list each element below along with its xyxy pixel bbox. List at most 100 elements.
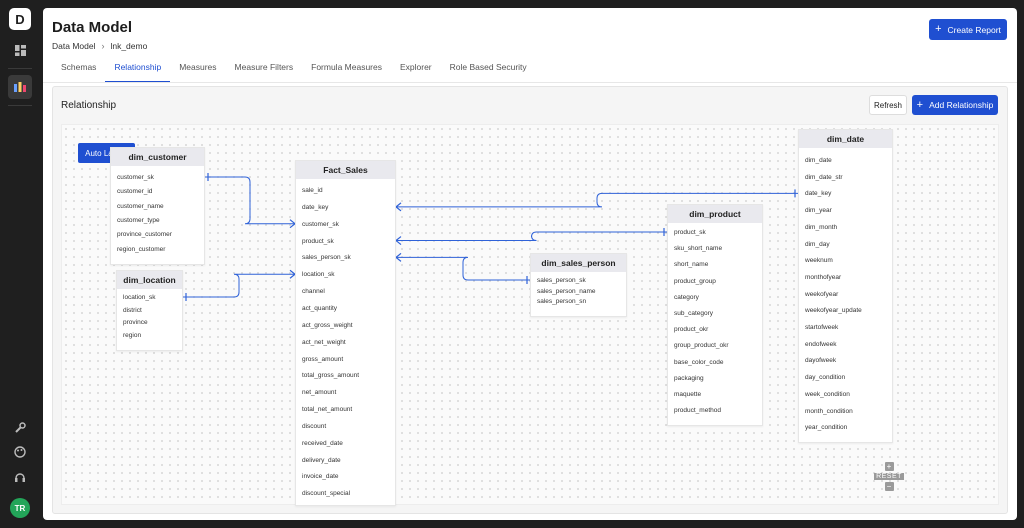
table-field[interactable]: sales_person_sk (537, 277, 586, 284)
table-field[interactable]: dim_date (805, 157, 832, 164)
avatar[interactable]: TR (10, 498, 30, 518)
table-field[interactable]: province (123, 319, 148, 327)
table-field[interactable]: base_color_code (674, 358, 724, 366)
table-field[interactable]: sales_person_name (537, 287, 596, 295)
table-field[interactable]: region (123, 332, 142, 340)
table-field[interactable]: total_net_amount (302, 406, 353, 414)
table-field[interactable]: discount_special (302, 490, 351, 498)
tab-relationship[interactable]: Relationship (105, 54, 171, 82)
table-field[interactable]: month_condition (805, 407, 853, 415)
zoom-in-button[interactable]: + (884, 462, 894, 471)
table-field[interactable]: channel (302, 288, 325, 296)
table-field[interactable]: sales_person_sn (537, 298, 587, 305)
table-field[interactable]: dim_day (805, 240, 830, 248)
tab-formula-measures[interactable]: Formula Measures (311, 62, 382, 72)
edge-sales-person[interactable] (396, 256, 530, 281)
table-field[interactable]: region_customer (117, 245, 166, 253)
table-field[interactable]: short_name (674, 261, 709, 269)
table-field[interactable]: dim_month (805, 223, 838, 231)
edge-customer[interactable] (205, 176, 295, 225)
create-report-button[interactable]: + Create Report (929, 19, 1007, 40)
table-field[interactable]: category (674, 293, 699, 301)
palette-icon[interactable] (8, 440, 32, 464)
app-logo[interactable]: D (9, 8, 31, 30)
table-field[interactable]: packaging (674, 374, 704, 382)
table-field[interactable]: delivery_date (302, 456, 341, 464)
tab-measures[interactable]: Measures (179, 62, 217, 72)
table-field[interactable]: discount (302, 422, 327, 430)
wrench-icon[interactable] (8, 415, 32, 439)
table-field[interactable]: group_product_okr (674, 342, 729, 350)
add-relationship-button[interactable]: + Add Relationship (912, 95, 998, 115)
table-field[interactable]: dim_date_str (805, 173, 843, 181)
table-field[interactable]: product_method (674, 407, 721, 415)
table-field[interactable]: gross_amount (302, 355, 344, 363)
table-field[interactable]: dim_year (805, 207, 832, 215)
zoom-out-button[interactable]: − (884, 482, 894, 491)
tab-schemas[interactable]: Schemas (61, 62, 97, 72)
table-field[interactable]: sales_person_sk (302, 254, 351, 262)
table-field[interactable]: province_customer (117, 231, 172, 239)
table-field[interactable]: total_gross_amount (302, 372, 360, 380)
table-field[interactable]: invoice_date (302, 473, 339, 481)
table-field[interactable]: product_okr (674, 326, 709, 334)
zoom-reset-button[interactable]: RESET (874, 473, 904, 480)
tab-role-based-security[interactable]: Role Based Security (449, 62, 527, 72)
table-header[interactable]: dim_product (668, 205, 762, 223)
table-field[interactable]: startofweek (805, 324, 839, 331)
sidebar-divider (8, 68, 32, 69)
table-header[interactable]: dim_sales_person (531, 254, 626, 272)
table-field[interactable]: day_condition (805, 374, 846, 382)
table-field[interactable]: location_sk (123, 294, 156, 301)
table-field[interactable]: maquette (674, 391, 702, 398)
table-field[interactable]: received_date (302, 439, 343, 447)
breadcrumb-item[interactable]: Data Model (52, 41, 96, 51)
table-field[interactable]: weekofyear_update (805, 307, 862, 315)
table-field[interactable]: act_gross_weight (302, 321, 353, 329)
table-field[interactable]: product_group (674, 277, 716, 285)
table-field[interactable]: customer_id (117, 188, 153, 196)
table-field[interactable]: product_sk (302, 237, 334, 245)
table-field[interactable]: monthofyear (805, 273, 842, 281)
table-field[interactable]: customer_sk (117, 174, 154, 181)
table-field[interactable]: sku_short_name (674, 245, 723, 253)
table-field[interactable]: act_net_weight (302, 338, 346, 346)
table-field[interactable]: customer_sk (302, 220, 339, 228)
table-card-dim-location[interactable]: dim_location location_sk district province r… (116, 270, 183, 352)
table-field[interactable]: dayofweek (805, 357, 837, 365)
table-field[interactable]: location_sk (302, 271, 335, 279)
headset-icon[interactable] (8, 465, 32, 489)
table-field[interactable]: date_key (805, 190, 832, 198)
table-header[interactable]: dim_date (799, 130, 892, 148)
table-field[interactable]: sub_category (674, 310, 714, 317)
table-field[interactable]: product_sk (674, 229, 706, 236)
table-field[interactable]: week_condition (805, 390, 850, 398)
tab-explorer[interactable]: Explorer (399, 62, 432, 72)
table-header[interactable]: dim_customer (111, 148, 204, 166)
table-header[interactable]: dim_location (117, 271, 182, 289)
table-field[interactable]: district (123, 306, 142, 314)
tab-measure-filters[interactable]: Measure Filters (234, 62, 294, 72)
refresh-button[interactable]: Refresh (869, 95, 907, 115)
table-field[interactable]: year_condition (805, 424, 848, 432)
table-field[interactable]: date_key (302, 203, 329, 211)
edge-product[interactable] (396, 231, 667, 242)
table-field[interactable]: act_quantity (302, 304, 338, 312)
table-field[interactable]: sale_id (302, 187, 323, 194)
table-field[interactable]: weeknum (805, 257, 833, 265)
edge-location[interactable] (183, 273, 295, 298)
data-model-icon[interactable] (8, 75, 32, 99)
table-card-dim-date[interactable]: dim_date dim_date dim_date_str date_key dim_… (798, 129, 893, 444)
table-field[interactable]: endofweek (805, 340, 837, 348)
table-card-dim-sales-person[interactable]: dim_sales_person sales_person_sk sales_per… (530, 253, 627, 317)
table-field[interactable]: weekofyear (805, 290, 839, 298)
table-field[interactable]: customer_name (117, 202, 164, 210)
table-header[interactable]: Fact_Sales (296, 161, 395, 179)
table-field[interactable]: net_amount (302, 389, 337, 397)
dashboard-icon[interactable] (8, 38, 32, 62)
table-field[interactable]: customer_type (117, 216, 160, 224)
